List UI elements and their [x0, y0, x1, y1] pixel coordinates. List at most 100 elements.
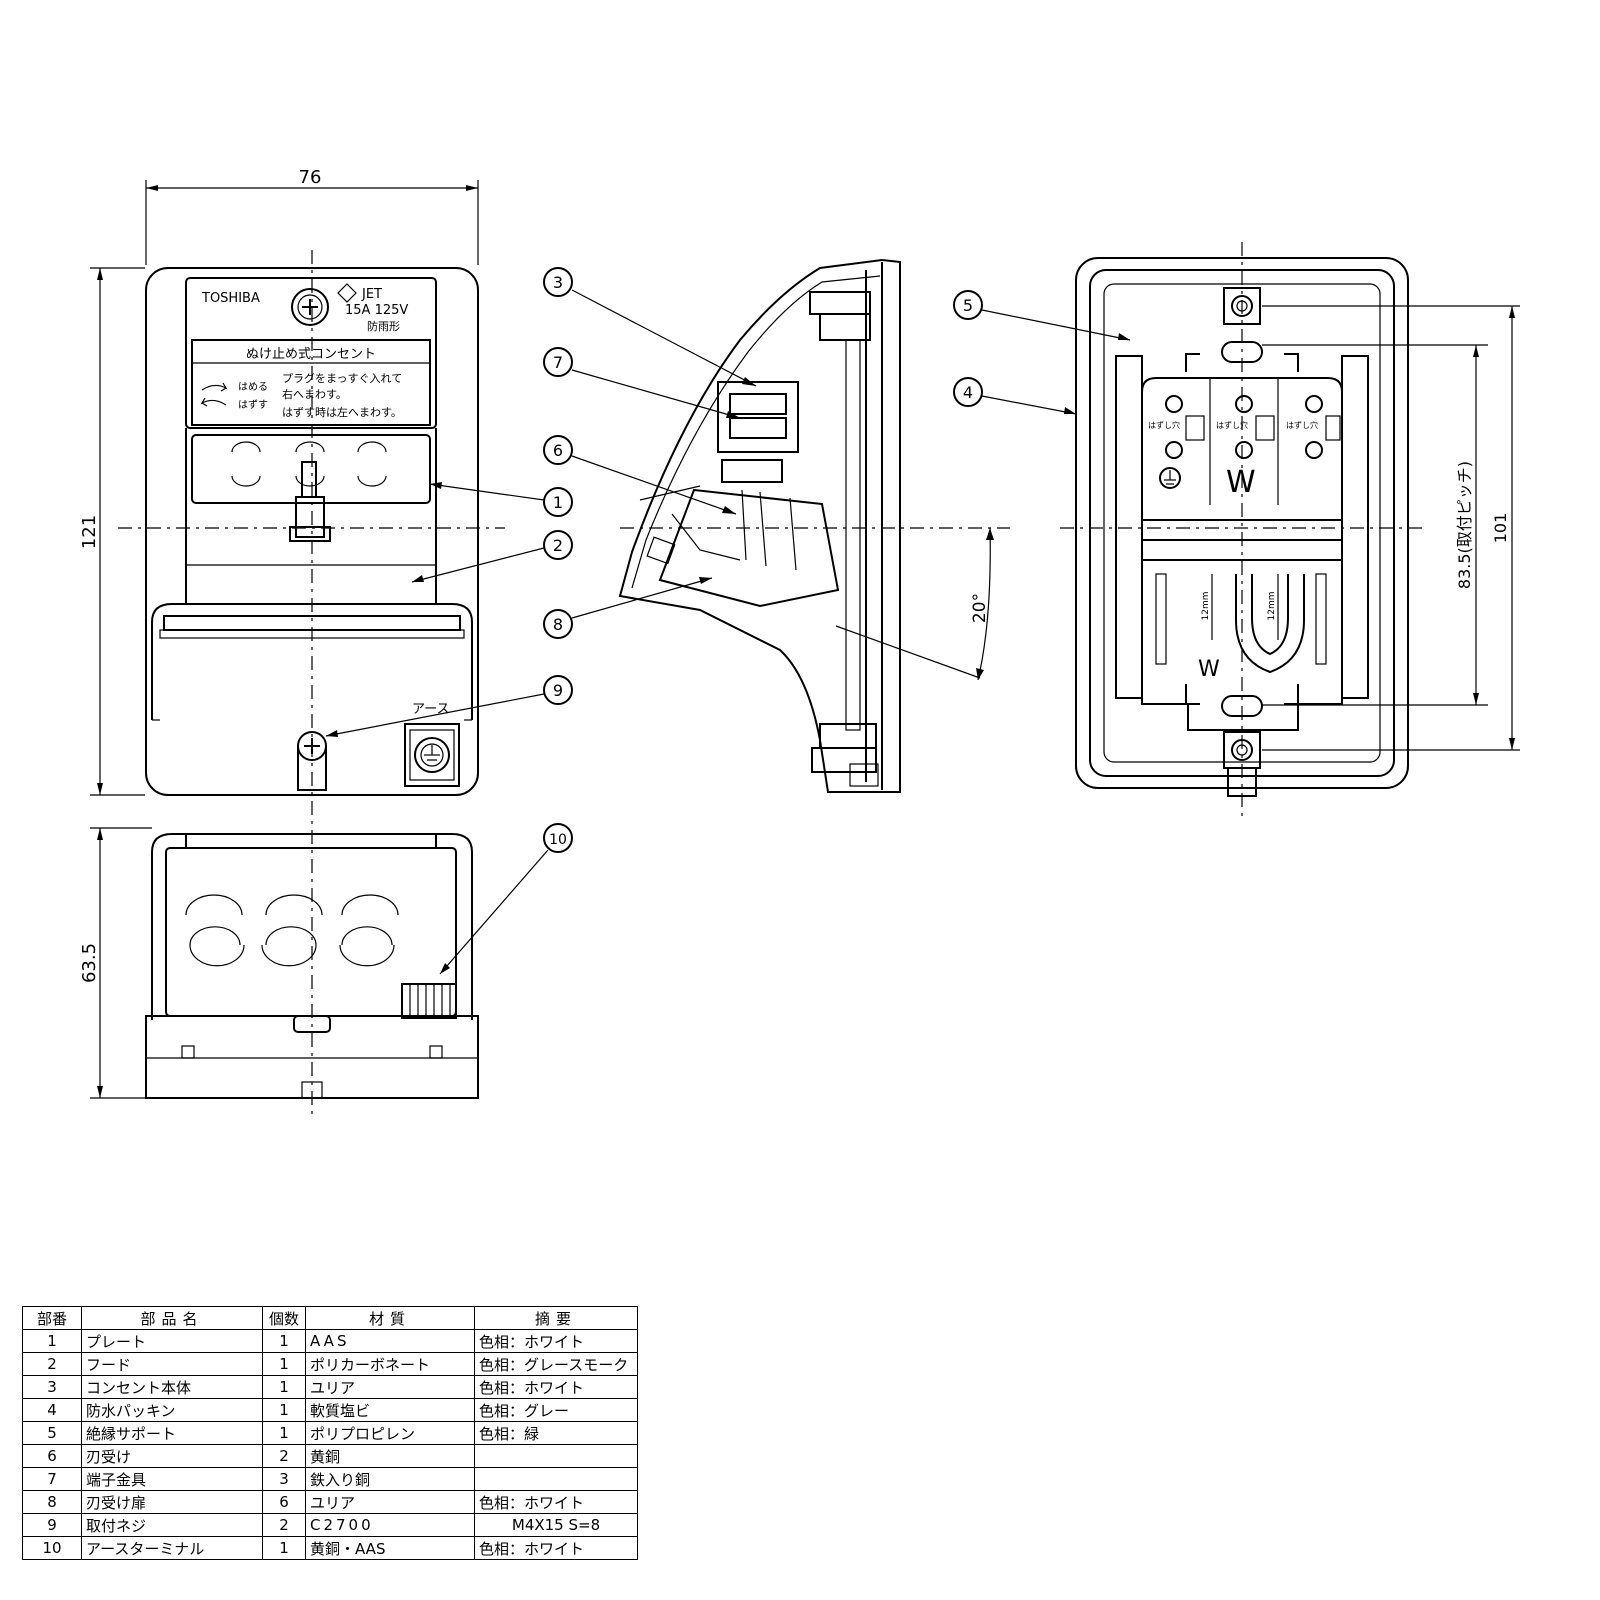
header-remarks: 摘要 [474, 1306, 638, 1330]
cell-quantity: 2 [262, 1513, 306, 1537]
remove-instruction: はずす時は左へまわす。 [282, 406, 402, 419]
cell-part-name: フード [81, 1352, 263, 1376]
strip-length-left: 12mm [1201, 592, 1211, 621]
cell-remarks: 色相：ホワイト [474, 1536, 638, 1560]
cell-remarks: 色相：ホワイト [474, 1490, 638, 1514]
cell-quantity: 1 [262, 1421, 306, 1445]
cell-part-name: コンセント本体 [81, 1375, 263, 1399]
terminal-holes [1165, 395, 1341, 459]
cell-part-name: 絶縁サポート [81, 1421, 263, 1445]
socket-face-icons [185, 894, 399, 967]
table-row: 5 絶縁サポート 1 ポリプロピレン 色相：緑 [22, 1421, 638, 1445]
cell-material: 黄銅 [305, 1444, 475, 1468]
cell-material: ポリカーボネート [305, 1352, 475, 1376]
cell-quantity: 3 [262, 1467, 306, 1491]
cell-part-number: 3 [22, 1375, 82, 1399]
cell-remarks: 色相：グレー [474, 1398, 638, 1422]
cell-quantity: 1 [262, 1352, 306, 1376]
insert-instruction-2: 右へまわす。 [282, 387, 347, 401]
cell-material: 軟質塩ビ [305, 1398, 475, 1422]
header-part-name: 部品名 [81, 1306, 263, 1330]
cell-material: 黄銅・AAS [305, 1536, 475, 1560]
table-row: 9 取付ネジ 2 C2700 M4X15 S=8 [22, 1513, 638, 1537]
cell-remarks: 色相：緑 [474, 1421, 638, 1445]
header-material: 材質 [305, 1306, 475, 1330]
callouts: 3 7 6 1 2 8 [325, 267, 1131, 975]
cell-quantity: 6 [262, 1490, 306, 1514]
cell-part-name: 取付ネジ [81, 1513, 263, 1537]
table-row: 3 コンセント本体 1 ユリア 色相：ホワイト [22, 1375, 638, 1399]
w-mark: W [1226, 465, 1256, 500]
w-mark-lower: W [1198, 657, 1220, 682]
callout-5: 5 [953, 290, 1131, 341]
release-hole-label-3: はずし穴 [1286, 420, 1318, 430]
height-dimension: 121 [79, 515, 100, 549]
callout-10: 10 [439, 823, 573, 975]
rating-label: 15A 125V [345, 303, 408, 318]
bottom-height-dimension: 63.5 [79, 943, 100, 983]
brand-label: TOSHIBA [201, 291, 260, 306]
callout-3: 3 [543, 267, 757, 387]
table-row: 4 防水パッキン 1 軟質塩ビ 色相：グレー [22, 1398, 638, 1422]
cell-material: ユリア [305, 1490, 475, 1514]
cell-remarks [474, 1467, 638, 1491]
table-row: 10 アースターミナル 1 黄銅・AAS 色相：ホワイト [22, 1536, 638, 1560]
callout-2: 2 [411, 530, 573, 583]
cell-part-name: 端子金具 [81, 1467, 263, 1491]
cell-part-number: 10 [22, 1536, 82, 1560]
cell-remarks: M4X15 S=8 [474, 1513, 638, 1537]
strip-length-right: 12mm [1267, 592, 1277, 621]
socket-slot-icons [231, 441, 387, 487]
table-row: 8 刃受け扉 6 ユリア 色相：ホワイト [22, 1490, 638, 1514]
pitch-dimension: 83.5(取付ピッチ) [1455, 461, 1474, 589]
svg-text:8: 8 [553, 615, 563, 634]
width-dimension: 76 [299, 167, 322, 188]
cell-quantity: 1 [262, 1398, 306, 1422]
cell-part-number: 1 [22, 1329, 82, 1353]
svg-text:10: 10 [549, 832, 567, 848]
release-hole-label-2: はずし穴 [1216, 420, 1248, 430]
back-view: はずし穴 はずし穴 はずし穴 W 12mm 12mm W 83.5(取付ピ [1060, 242, 1520, 818]
cell-part-number: 5 [22, 1421, 82, 1445]
jet-mark: JET [361, 287, 382, 302]
cell-remarks [474, 1444, 638, 1468]
remove-label: はずす [238, 399, 268, 411]
insert-label: はめる [238, 381, 268, 393]
bottom-view: 63.5 [79, 827, 479, 1099]
front-view: 76 121 TOSHIBA JET 15A 125V 防雨形 ぬけ止め式コンセ… [79, 167, 505, 1120]
cell-part-name: 刃受け [81, 1444, 263, 1468]
cell-material: ユリア [305, 1375, 475, 1399]
cell-material: AAS [305, 1329, 475, 1353]
cell-remarks: 色相：グレースモーク [474, 1352, 638, 1376]
svg-text:4: 4 [963, 383, 973, 402]
table-row: 2 フード 1 ポリカーボネート 色相：グレースモーク [22, 1352, 638, 1376]
table-row: 6 刃受け 2 黄銅 [22, 1444, 638, 1468]
header-quantity: 個数 [262, 1306, 306, 1330]
cell-quantity: 1 [262, 1375, 306, 1399]
svg-text:5: 5 [963, 296, 973, 315]
cell-part-number: 6 [22, 1444, 82, 1468]
callout-7: 7 [543, 347, 741, 419]
cell-remarks: 色相：ホワイト [474, 1329, 638, 1353]
callout-1: 1 [429, 482, 573, 517]
label-title: ぬけ止め式コンセント [246, 347, 376, 362]
earth-label: アース [412, 702, 450, 717]
angle-dimension: 20° [970, 593, 990, 623]
cell-part-number: 9 [22, 1513, 82, 1537]
svg-text:2: 2 [553, 536, 563, 555]
cell-part-number: 2 [22, 1352, 82, 1376]
callout-9: 9 [325, 675, 573, 737]
callout-6: 6 [543, 435, 737, 515]
svg-text:7: 7 [553, 353, 563, 372]
back-height-dimension: 101 [1491, 513, 1510, 544]
cell-part-name: 刃受け扉 [81, 1490, 263, 1514]
svg-text:9: 9 [553, 681, 563, 700]
svg-text:1: 1 [553, 493, 563, 512]
cell-material: ポリプロピレン [305, 1421, 475, 1445]
cell-remarks: 色相：ホワイト [474, 1375, 638, 1399]
release-hole-label-1: はずし穴 [1148, 420, 1180, 430]
callout-4: 4 [953, 377, 1077, 415]
cell-part-number: 4 [22, 1398, 82, 1422]
svg-text:6: 6 [553, 441, 563, 460]
